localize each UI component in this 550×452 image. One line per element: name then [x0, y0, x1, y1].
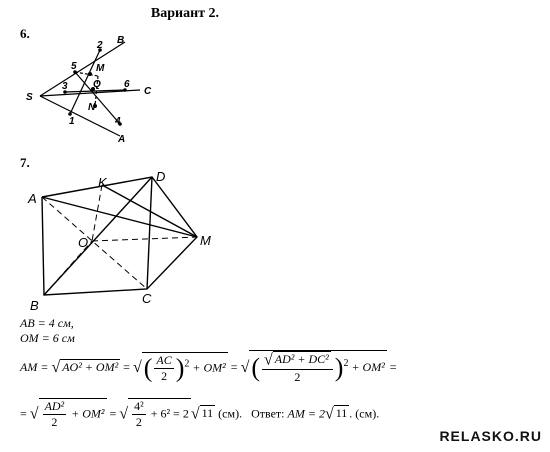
answer-label: Ответ:: [251, 406, 285, 421]
ray-SC: [39, 89, 141, 97]
label-M: M: [96, 63, 105, 74]
answer-unit: . (см).: [349, 406, 380, 421]
label-S: S: [26, 92, 33, 103]
given-ab: AB = 4 см,: [20, 316, 74, 330]
label-2: 2: [96, 40, 103, 51]
eq2-plus36: + 6² = 2: [150, 406, 189, 421]
site-watermark: RELASKO.RU: [439, 428, 542, 444]
pyramid-outline: [41, 176, 198, 296]
label-K: K: [98, 175, 108, 190]
ray-SA: [39, 95, 121, 137]
answer-lhs: AM = 2: [287, 406, 325, 421]
given-om: OM = 6 см: [20, 331, 75, 345]
eq1-sq: 2: [184, 357, 190, 369]
eq1-eq1: =: [123, 359, 130, 374]
label-M: M: [200, 233, 211, 248]
problem-6-number: 6.: [20, 26, 30, 41]
label-O: O: [78, 235, 88, 250]
eq2-f42-den: 2: [135, 415, 142, 429]
problem-7-figure: A K D O M B C: [27, 169, 211, 313]
page-title: Вариант 2.: [150, 6, 220, 21]
eq2-eq0: =: [20, 406, 27, 421]
eq1-root1: AO² + OM²: [62, 359, 119, 374]
label-A: A: [27, 191, 37, 206]
line-3-6: [64, 89, 126, 93]
label-Q: Q: [93, 79, 101, 90]
label-D: D: [156, 169, 165, 184]
label-B: B: [30, 298, 39, 313]
eq1-inner-den: 2: [294, 370, 301, 385]
eq2-unit: (см).: [218, 406, 243, 421]
label-B: B: [117, 35, 124, 46]
eq2-f42: 4²: [132, 399, 146, 415]
label-N: N: [88, 102, 96, 113]
eq1-lhs: AM =: [20, 359, 49, 374]
line-2-1: [69, 49, 101, 115]
label-5: 5: [71, 61, 77, 72]
eq2-fad: AD²: [42, 399, 67, 415]
eq1-frac-ac: AC: [154, 352, 174, 369]
label-C: C: [142, 291, 152, 306]
eq1-eq2: =: [230, 359, 238, 374]
label-6: 6: [124, 79, 130, 90]
answer-root: 11: [333, 405, 350, 421]
eq1-plus-om2: + OM²: [351, 359, 385, 374]
ray-SB: [39, 41, 126, 97]
eq1-plus-om: + OM²: [192, 359, 226, 374]
eq2-fad-den: 2: [51, 415, 58, 429]
label-1: 1: [69, 116, 75, 127]
label-C: C: [144, 86, 152, 97]
eq1-eq3: =: [389, 359, 397, 374]
eq2-plus-om: + OM²: [71, 406, 105, 421]
eq2-r11: 11: [199, 405, 216, 421]
line-5-4: [74, 71, 121, 125]
eq1-inner: AD² + DC²: [274, 352, 329, 366]
label-A: A: [117, 134, 125, 144]
label-4: 4: [114, 116, 121, 127]
eq1-frac-2: 2: [161, 368, 168, 383]
label-3: 3: [62, 81, 68, 92]
problem-6-figure: S B C A M Q N 1 2 3 4 5 6: [26, 35, 152, 144]
eq2-eq1: =: [109, 406, 117, 421]
problem-7-number: 7.: [20, 155, 30, 170]
